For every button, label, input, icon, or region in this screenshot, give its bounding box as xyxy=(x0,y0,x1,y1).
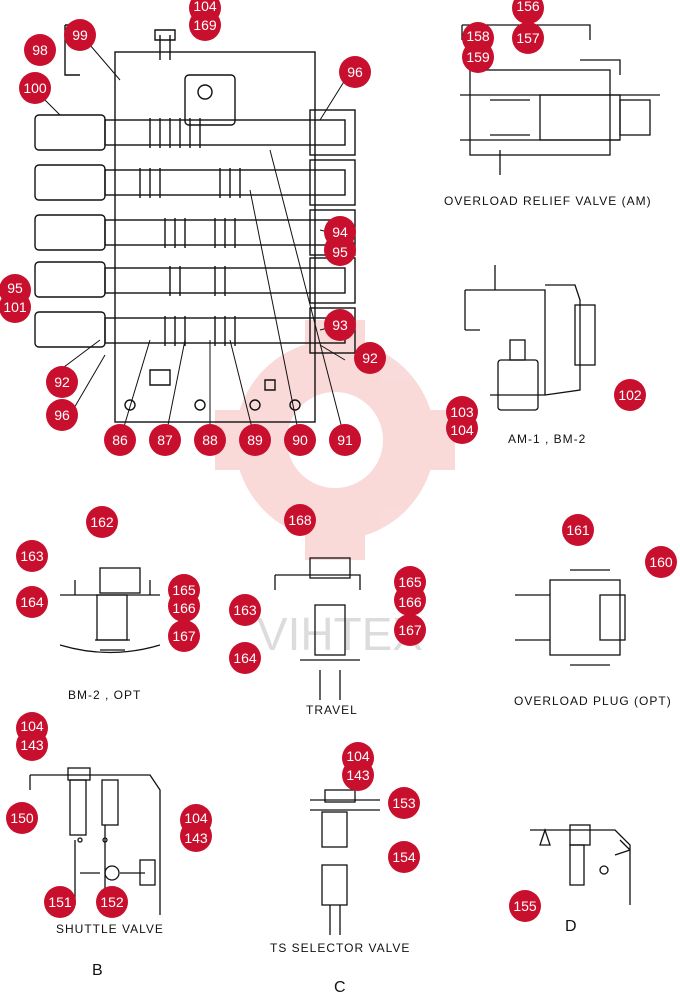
shuttle-valve-drawing xyxy=(29,767,161,915)
callout-162: 162 xyxy=(90,514,114,530)
callout-markers xyxy=(0,0,677,922)
ts-selector-valve-drawing xyxy=(310,789,380,935)
caption-am1-bm2: AM-1 , BM-2 xyxy=(508,432,587,446)
callout-165-bm: 165 xyxy=(172,582,196,598)
callout-166-bm: 166 xyxy=(172,600,196,616)
callout-166-tr: 166 xyxy=(398,594,422,610)
callout-165-tr: 165 xyxy=(398,574,422,590)
callout-101: 101 xyxy=(3,299,27,315)
callout-98: 98 xyxy=(32,42,48,58)
callout-167-bm: 167 xyxy=(172,628,196,644)
callout-158: 158 xyxy=(466,28,490,44)
callout-164-tr: 164 xyxy=(233,650,257,666)
caption-overload-relief: OVERLOAD RELIEF VALVE (AM) xyxy=(444,194,652,208)
callout-167-tr: 167 xyxy=(398,622,422,638)
bm2-opt-drawing xyxy=(59,567,161,654)
callout-154: 154 xyxy=(392,849,416,865)
callout-169: 169 xyxy=(193,17,217,33)
callout-153: 153 xyxy=(392,795,416,811)
caption-bm2-opt: BM-2 , OPT xyxy=(68,688,142,702)
callout-89: 89 xyxy=(247,432,263,448)
caption-section-b: B xyxy=(92,962,103,979)
callout-157: 157 xyxy=(516,30,540,46)
callout-91: 91 xyxy=(337,432,353,448)
callout-160: 160 xyxy=(649,554,673,570)
callout-155: 155 xyxy=(513,898,537,914)
plug-d-drawing xyxy=(530,824,631,905)
travel-drawing xyxy=(274,557,361,700)
callout-152: 152 xyxy=(100,894,124,910)
callout-164-bm: 164 xyxy=(20,594,44,610)
spool-row-2 xyxy=(34,159,356,206)
callout-86: 86 xyxy=(112,432,128,448)
spool-row-3 xyxy=(34,209,356,256)
am1-bm2-drawing xyxy=(464,265,596,411)
main-leader-lines xyxy=(39,44,346,441)
spool-row-1 xyxy=(34,109,356,156)
callout-143-ts: 143 xyxy=(346,767,370,783)
spool-row-4 xyxy=(34,257,356,304)
callout-90: 90 xyxy=(292,432,308,448)
callout-labels: 104 169 99 98 100 96 94 95 95 101 93 92 … xyxy=(3,0,673,914)
callout-96-left: 96 xyxy=(54,407,70,423)
callout-156: 156 xyxy=(516,0,540,14)
callout-143-sh2: 143 xyxy=(184,830,208,846)
callout-87: 87 xyxy=(157,432,173,448)
callout-103: 103 xyxy=(450,404,474,420)
caption-section-c: C xyxy=(334,979,346,996)
callout-104-sh: 104 xyxy=(20,718,44,734)
callout-92-right: 92 xyxy=(362,350,378,366)
callout-93: 93 xyxy=(332,317,348,333)
callout-99: 99 xyxy=(72,27,88,43)
callout-143-sh: 143 xyxy=(20,737,44,753)
caption-travel: TRAVEL xyxy=(306,703,358,717)
callout-163-tr: 163 xyxy=(233,602,257,618)
callout-104: 104 xyxy=(193,0,217,14)
caption-overload-plug: OVERLOAD PLUG (OPT) xyxy=(514,694,672,708)
callout-96: 96 xyxy=(347,64,363,80)
callout-104-ts: 104 xyxy=(346,748,370,764)
callout-95: 95 xyxy=(332,244,348,260)
callout-168: 168 xyxy=(288,512,312,528)
callout-102: 102 xyxy=(618,387,642,403)
overload-relief-valve-drawing xyxy=(460,24,660,175)
callout-151: 151 xyxy=(48,894,72,910)
callout-159: 159 xyxy=(466,49,490,65)
caption-section-d: D xyxy=(565,918,577,935)
callout-161: 161 xyxy=(566,522,590,538)
callout-163-bm: 163 xyxy=(20,548,44,564)
callout-94: 94 xyxy=(332,224,348,240)
callout-150: 150 xyxy=(10,810,34,826)
caption-ts-selector: TS SELECTOR VALVE xyxy=(270,941,411,955)
callout-100: 100 xyxy=(23,80,47,96)
callout-95-left: 95 xyxy=(7,280,23,296)
callout-92-left: 92 xyxy=(54,374,70,390)
overload-plug-drawing xyxy=(515,569,626,666)
callout-104-sh2: 104 xyxy=(184,810,208,826)
caption-shuttle-valve: SHUTTLE VALVE xyxy=(56,922,164,936)
callout-104-am: 104 xyxy=(450,422,474,438)
callout-88: 88 xyxy=(202,432,218,448)
